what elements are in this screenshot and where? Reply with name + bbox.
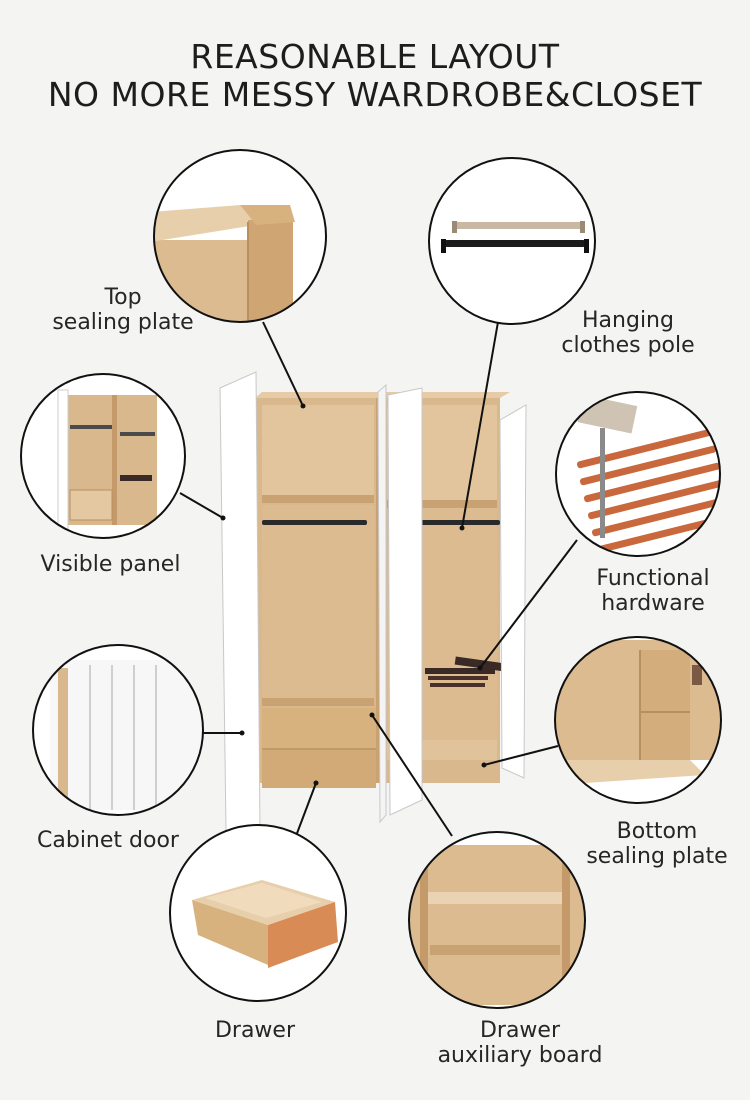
page-title: REASONABLE LAYOUT NO MORE MESSY WARDROBE… [0,38,750,114]
cabinet-door-left [219,371,261,831]
label-cabinet-door: Cabinet door [37,828,179,853]
detail-circle-functional-hardware [555,391,721,557]
detail-circle-drawer [169,824,347,1002]
detail-circle-visible-panel [20,373,186,539]
drawer-bottom [262,750,376,788]
label-hanging-clothes-pole: Hanging clothes pole [561,308,695,358]
detail-circle-bottom-sealing-plate [554,636,722,804]
cabinet-door-mid-left [377,383,387,824]
leader-dots [220,403,487,786]
label-bottom-sealing-plate: Bottom sealing plate [586,819,728,869]
label-drawer: Drawer [214,1018,296,1043]
label-top-sealing-plate: Top sealing plate [52,285,194,335]
detail-circle-cabinet-door [32,644,204,816]
hanging-pole-left [262,520,367,525]
label-visible-panel: Visible panel [40,552,181,577]
title-line-2: NO MORE MESSY WARDROBE&CLOSET [47,75,703,114]
label-functional-hardware: Functional hardware [596,566,710,616]
detail-circle-top-sealing-plate [153,149,327,323]
wardrobe-main [219,371,527,831]
title-line-1: REASONABLE LAYOUT [190,37,560,76]
detail-circle-drawer-auxiliary-board [408,831,586,1009]
cabinet-door-mid-right [387,387,423,816]
cabinet-door-right [499,404,527,779]
drawer-top [262,708,376,748]
label-drawer-auxiliary-board: Drawer auxiliary board [437,1018,603,1068]
detail-circle-hanging-pole [428,157,596,325]
